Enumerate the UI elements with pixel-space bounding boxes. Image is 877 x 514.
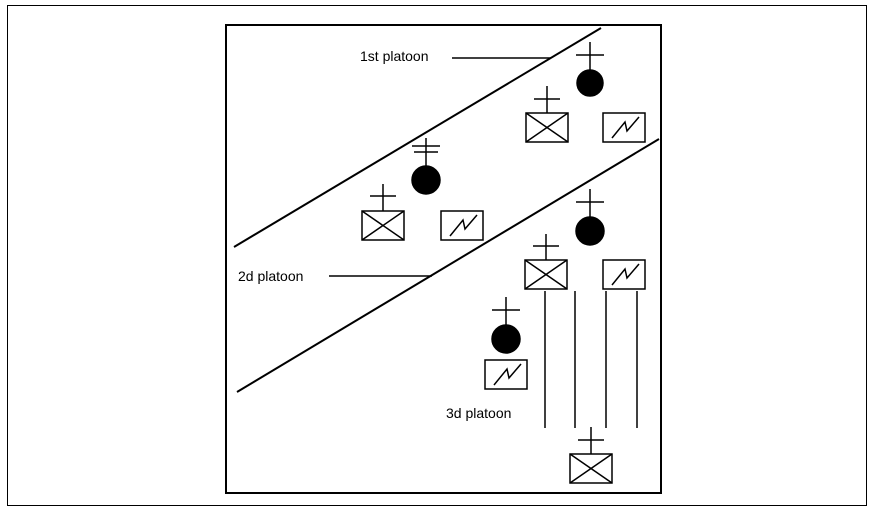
column-lines [544,291,638,428]
label-2d-platoon: 2d platoon [238,268,303,284]
diagram-box [225,24,662,494]
vehicle-icon [525,86,569,143]
vehicle-icon [524,234,568,290]
vehicle-icon [361,184,405,241]
label-3d-platoon: 3d platoon [446,405,511,421]
leader-icon [491,297,521,354]
boundary-line-lower [236,138,660,393]
radio-icon [484,359,528,390]
radio-icon [602,112,646,143]
figure-frame [7,5,867,506]
vehicle-icon [569,427,613,484]
radio-icon [602,259,646,290]
leader-icon [575,189,605,246]
leader-icon [411,138,441,195]
label-1st-platoon: 1st platoon [360,48,429,64]
radio-icon [440,210,484,241]
leader-icon [576,42,604,97]
boundary-line-upper [233,27,602,248]
